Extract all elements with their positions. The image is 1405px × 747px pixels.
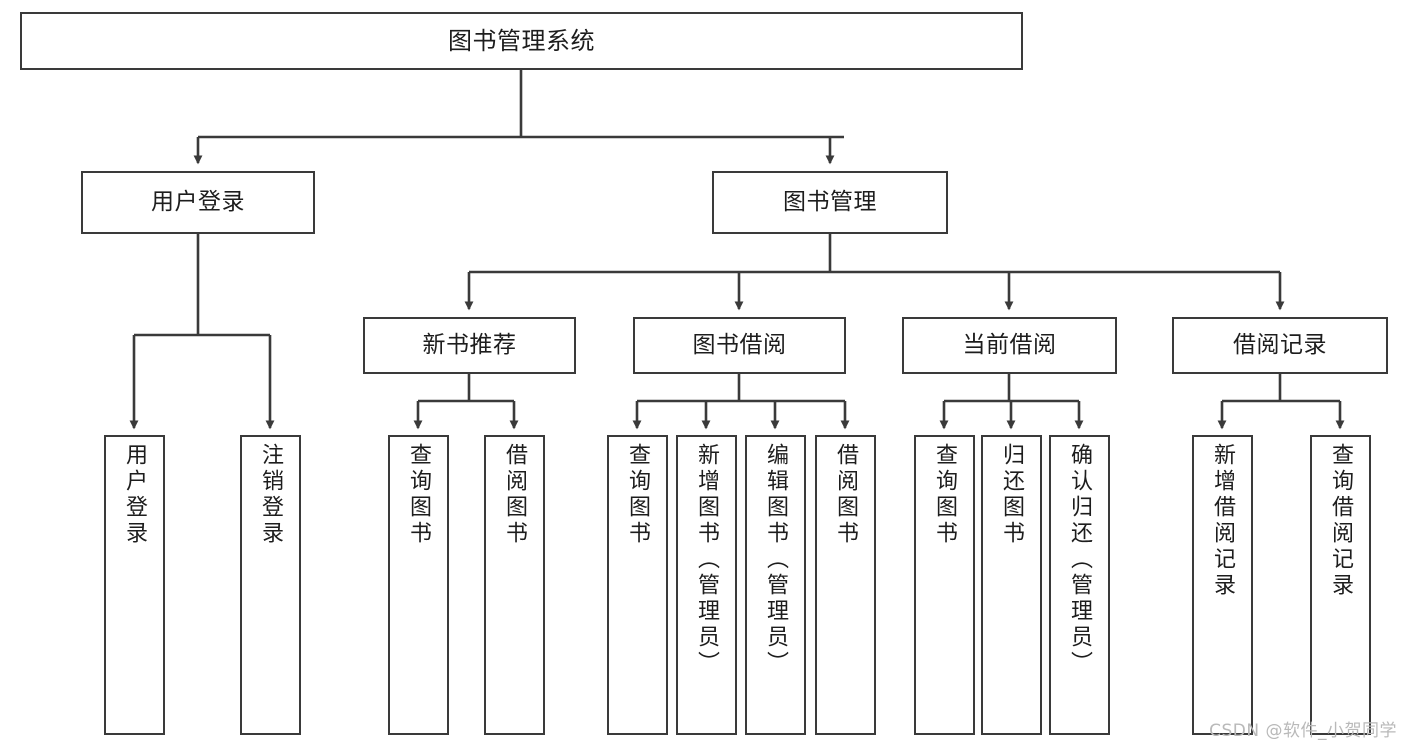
node-leaf-add-book-label: 新增图书（管理员）: [694, 443, 720, 677]
node-leaf-confirm-return[interactable]: 确认归还（管理员）: [1049, 435, 1110, 735]
node-leaf-query-book-1[interactable]: 查询图书: [388, 435, 449, 735]
node-new-book-rec[interactable]: 新书推荐: [363, 317, 576, 374]
node-leaf-edit-book-label: 编辑图书（管理员）: [763, 443, 789, 677]
node-root-label: 图书管理系统: [448, 26, 595, 55]
node-leaf-query-book-1-label: 查询图书: [406, 443, 432, 547]
node-leaf-user-login-label: 用户登录: [122, 443, 148, 547]
node-leaf-add-record[interactable]: 新增借阅记录: [1192, 435, 1253, 735]
node-leaf-query-record[interactable]: 查询借阅记录: [1310, 435, 1371, 735]
node-leaf-user-login[interactable]: 用户登录: [104, 435, 165, 735]
node-leaf-query-book-3-label: 查询图书: [932, 443, 958, 547]
node-leaf-borrow-book-1[interactable]: 借阅图书: [484, 435, 545, 735]
node-leaf-borrow-book-2[interactable]: 借阅图书: [815, 435, 876, 735]
node-user-login[interactable]: 用户登录: [81, 171, 315, 234]
node-book-borrow[interactable]: 图书借阅: [633, 317, 846, 374]
node-leaf-confirm-return-label: 确认归还（管理员）: [1067, 443, 1093, 677]
node-book-borrow-label: 图书借阅: [692, 331, 787, 358]
node-leaf-add-book[interactable]: 新增图书（管理员）: [676, 435, 737, 735]
node-leaf-logout-label: 注销登录: [258, 443, 284, 547]
node-leaf-borrow-book-2-label: 借阅图书: [833, 443, 859, 547]
node-current-borrow[interactable]: 当前借阅: [902, 317, 1117, 374]
node-book-manage-label: 图书管理: [783, 188, 877, 215]
node-leaf-return-book-label: 归还图书: [999, 443, 1025, 547]
node-root[interactable]: 图书管理系统: [20, 12, 1023, 70]
node-leaf-edit-book[interactable]: 编辑图书（管理员）: [745, 435, 806, 735]
node-new-book-rec-label: 新书推荐: [422, 331, 517, 358]
node-leaf-return-book[interactable]: 归还图书: [981, 435, 1042, 735]
node-leaf-query-book-2-label: 查询图书: [625, 443, 651, 547]
node-borrow-record[interactable]: 借阅记录: [1172, 317, 1388, 374]
node-user-login-label: 用户登录: [151, 188, 245, 215]
node-leaf-query-book-2[interactable]: 查询图书: [607, 435, 668, 735]
node-leaf-logout[interactable]: 注销登录: [240, 435, 301, 735]
node-leaf-query-record-label: 查询借阅记录: [1328, 443, 1354, 599]
node-leaf-query-book-3[interactable]: 查询图书: [914, 435, 975, 735]
node-borrow-record-label: 借阅记录: [1233, 331, 1327, 358]
node-leaf-borrow-book-1-label: 借阅图书: [502, 443, 528, 547]
node-current-borrow-label: 当前借阅: [962, 331, 1057, 358]
node-book-manage[interactable]: 图书管理: [712, 171, 948, 234]
node-leaf-add-record-label: 新增借阅记录: [1210, 443, 1236, 599]
